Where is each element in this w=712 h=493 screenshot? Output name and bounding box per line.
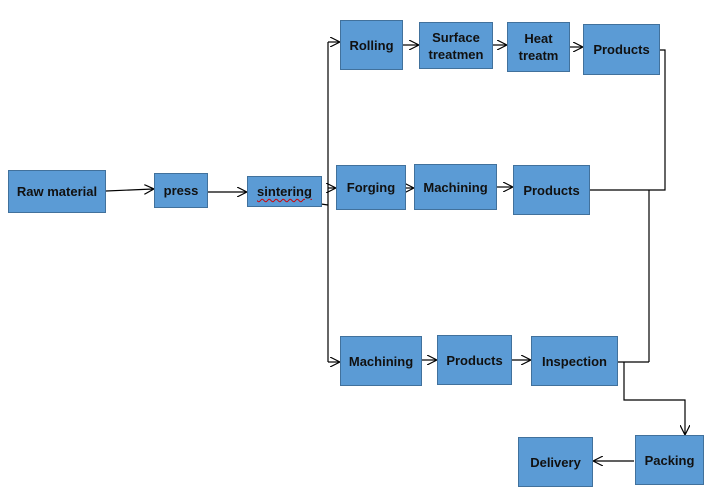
node-products-3[interactable]: Products	[437, 335, 512, 385]
node-packing[interactable]: Packing	[635, 435, 704, 485]
node-products-3-label: Products	[446, 352, 503, 368]
node-surface-treatment[interactable]: Surface treatmen	[419, 22, 493, 69]
node-press[interactable]: press	[154, 173, 208, 208]
node-products-2-label: Products	[523, 182, 580, 198]
node-raw-material-label: Raw material	[16, 184, 98, 199]
node-press-label: press	[163, 183, 199, 198]
node-machining-2-label: Machining	[348, 353, 414, 369]
connector-products-1-collector	[649, 49, 666, 191]
node-raw-material[interactable]: Raw material	[8, 170, 106, 213]
node-surface-treatment-label: Surface treatmen	[428, 29, 484, 62]
node-delivery-label: Delivery	[530, 454, 581, 470]
node-forging[interactable]: Forging	[336, 165, 406, 210]
node-machining-1[interactable]: Machining	[414, 164, 497, 210]
arrow-raw-to-press	[105, 189, 153, 191]
node-products-2[interactable]: Products	[513, 165, 590, 215]
node-machining-2[interactable]: Machining	[340, 336, 422, 386]
node-forging-label: Forging	[346, 180, 396, 195]
node-heat-treatment-label: Heat treatm	[518, 31, 559, 63]
node-inspection-label: Inspection	[541, 353, 607, 369]
node-products-1[interactable]: Products	[583, 24, 660, 75]
node-heat-treatment[interactable]: Heat treatm	[507, 22, 570, 72]
node-sintering-label: sintering	[257, 184, 312, 199]
node-sintering[interactable]: sintering	[247, 176, 322, 207]
node-inspection[interactable]: Inspection	[531, 336, 618, 386]
node-products-1-label: Products	[593, 42, 650, 57]
node-rolling[interactable]: Rolling	[340, 20, 403, 70]
node-machining-1-label: Machining	[423, 179, 488, 195]
arrow-inspection-to-packing	[623, 362, 685, 434]
node-delivery[interactable]: Delivery	[518, 437, 593, 487]
node-rolling-label: Rolling	[349, 37, 394, 53]
node-packing-label: Packing	[644, 452, 695, 468]
